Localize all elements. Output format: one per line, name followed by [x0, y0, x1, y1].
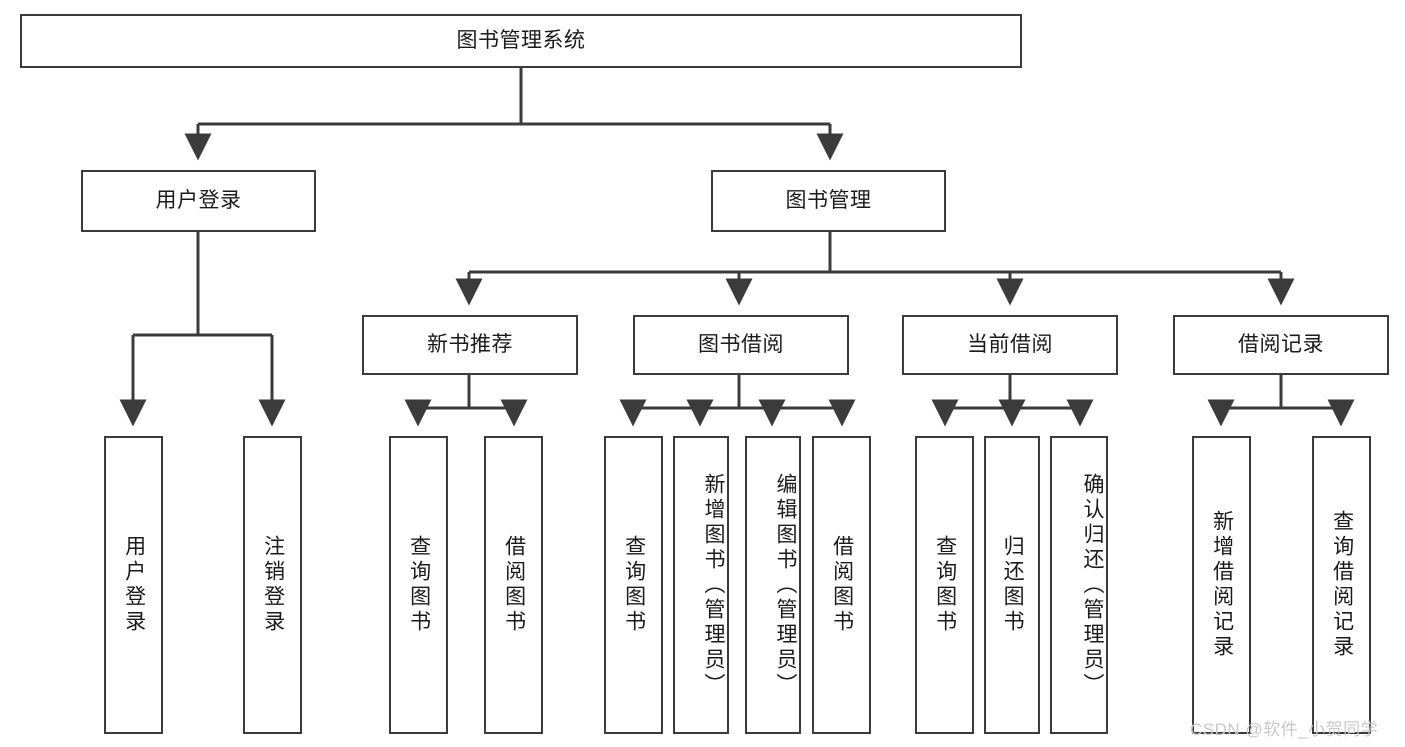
node-label: 图书借阅: [698, 333, 784, 357]
leaf-book-borrow-add-book-admin[interactable]: 新增图书（管理员）: [673, 436, 729, 734]
leaf-book-borrow-edit-book-admin[interactable]: 编辑图书（管理员）: [745, 436, 801, 734]
leaf-user-login-logout[interactable]: 注销登录: [243, 436, 302, 734]
node-book-management[interactable]: 图书管理: [711, 170, 946, 232]
leaf-new-book-borrow-book[interactable]: 借阅图书: [484, 436, 543, 734]
node-label: 查询借阅记录: [1330, 510, 1354, 660]
node-label: 确认归还（管理员）: [1081, 472, 1104, 698]
node-label: 用户登录: [122, 535, 146, 635]
node-label: 注销登录: [261, 535, 285, 635]
node-label: 图书管理系统: [456, 29, 586, 53]
node-borrow-record[interactable]: 借阅记录: [1173, 315, 1389, 375]
node-label: 借阅记录: [1238, 333, 1324, 357]
node-label: 新增图书（管理员）: [702, 472, 725, 698]
node-root-book-management-system[interactable]: 图书管理系统: [20, 14, 1022, 68]
node-label: 新书推荐: [427, 333, 513, 357]
node-label: 图书管理: [785, 189, 872, 213]
node-user-login[interactable]: 用户登录: [81, 170, 316, 232]
node-label: 查询图书: [407, 535, 431, 635]
leaf-borrow-record-query-record[interactable]: 查询借阅记录: [1312, 436, 1371, 734]
node-new-book-recommend[interactable]: 新书推荐: [362, 315, 578, 375]
node-label: 当前借阅: [967, 333, 1053, 357]
leaf-current-borrow-query-book[interactable]: 查询图书: [915, 436, 974, 734]
node-label: 归还图书: [1001, 535, 1025, 635]
node-label: 新增借阅记录: [1210, 510, 1234, 660]
node-label: 编辑图书（管理员）: [774, 472, 797, 698]
leaf-current-borrow-confirm-return-admin[interactable]: 确认归还（管理员）: [1050, 436, 1108, 734]
node-book-borrow[interactable]: 图书借阅: [633, 315, 849, 375]
node-label: 借阅图书: [830, 535, 854, 635]
leaf-book-borrow-query-book[interactable]: 查询图书: [604, 436, 663, 734]
node-label: 查询图书: [622, 535, 646, 635]
node-label: 用户登录: [155, 189, 242, 213]
leaf-borrow-record-add-record[interactable]: 新增借阅记录: [1192, 436, 1251, 734]
node-label: 借阅图书: [502, 535, 526, 635]
node-current-borrow[interactable]: 当前借阅: [902, 315, 1118, 375]
leaf-new-book-query-book[interactable]: 查询图书: [389, 436, 448, 734]
leaf-current-borrow-return-book[interactable]: 归还图书: [984, 436, 1040, 734]
leaf-book-borrow-borrow-book[interactable]: 借阅图书: [812, 436, 871, 734]
leaf-user-login-login[interactable]: 用户登录: [104, 436, 163, 734]
node-label: 查询图书: [933, 535, 957, 635]
